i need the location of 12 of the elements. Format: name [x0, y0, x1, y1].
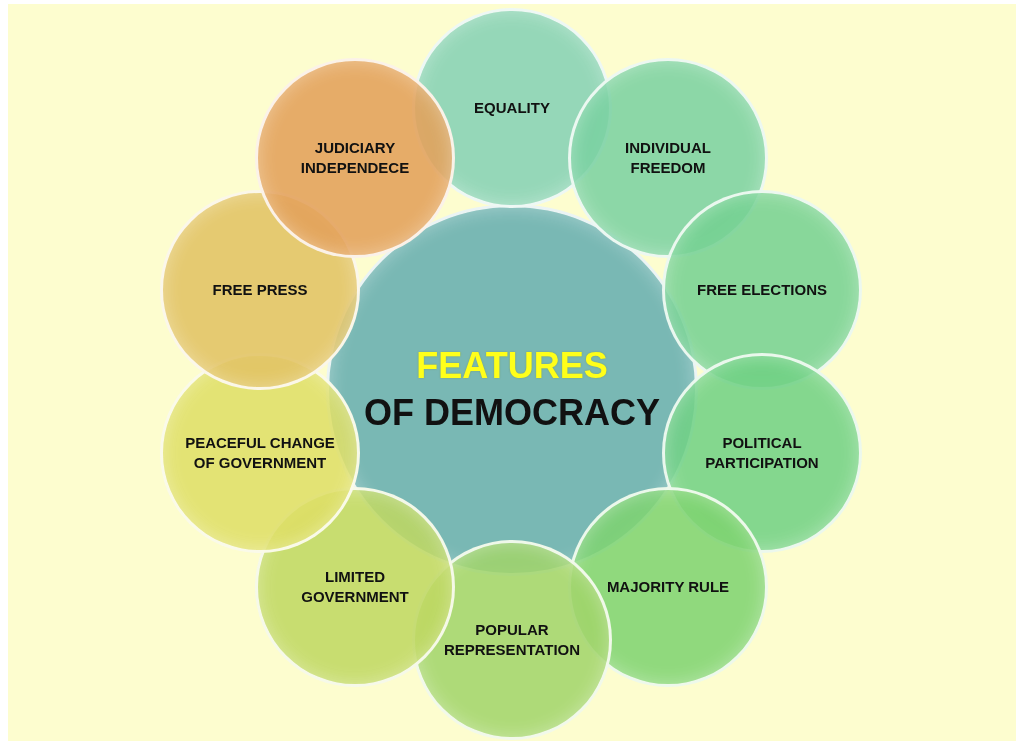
- feature-label: FREE ELECTIONS: [697, 279, 827, 300]
- feature-label: INDIVIDUAL FREEDOM: [624, 137, 712, 178]
- feature-label: JUDICIARY INDEPENDECE: [299, 137, 411, 178]
- feature-label: PEACEFUL CHANGE OF GOVERNMENT: [185, 432, 335, 473]
- feature-label: POLITICAL PARTICIPATION: [704, 432, 820, 473]
- feature-label: LIMITED GOVERNMENT: [300, 566, 410, 607]
- feature-label: FREE PRESS: [212, 279, 308, 300]
- feature-label: MAJORITY RULE: [606, 576, 730, 597]
- feature-label: POPULAR REPRESENTATION: [442, 619, 582, 660]
- feature-label: EQUALITY: [474, 97, 550, 118]
- title-text: FEATURES: [416, 344, 608, 389]
- subtitle-text: OF DEMOCRACY: [364, 391, 660, 435]
